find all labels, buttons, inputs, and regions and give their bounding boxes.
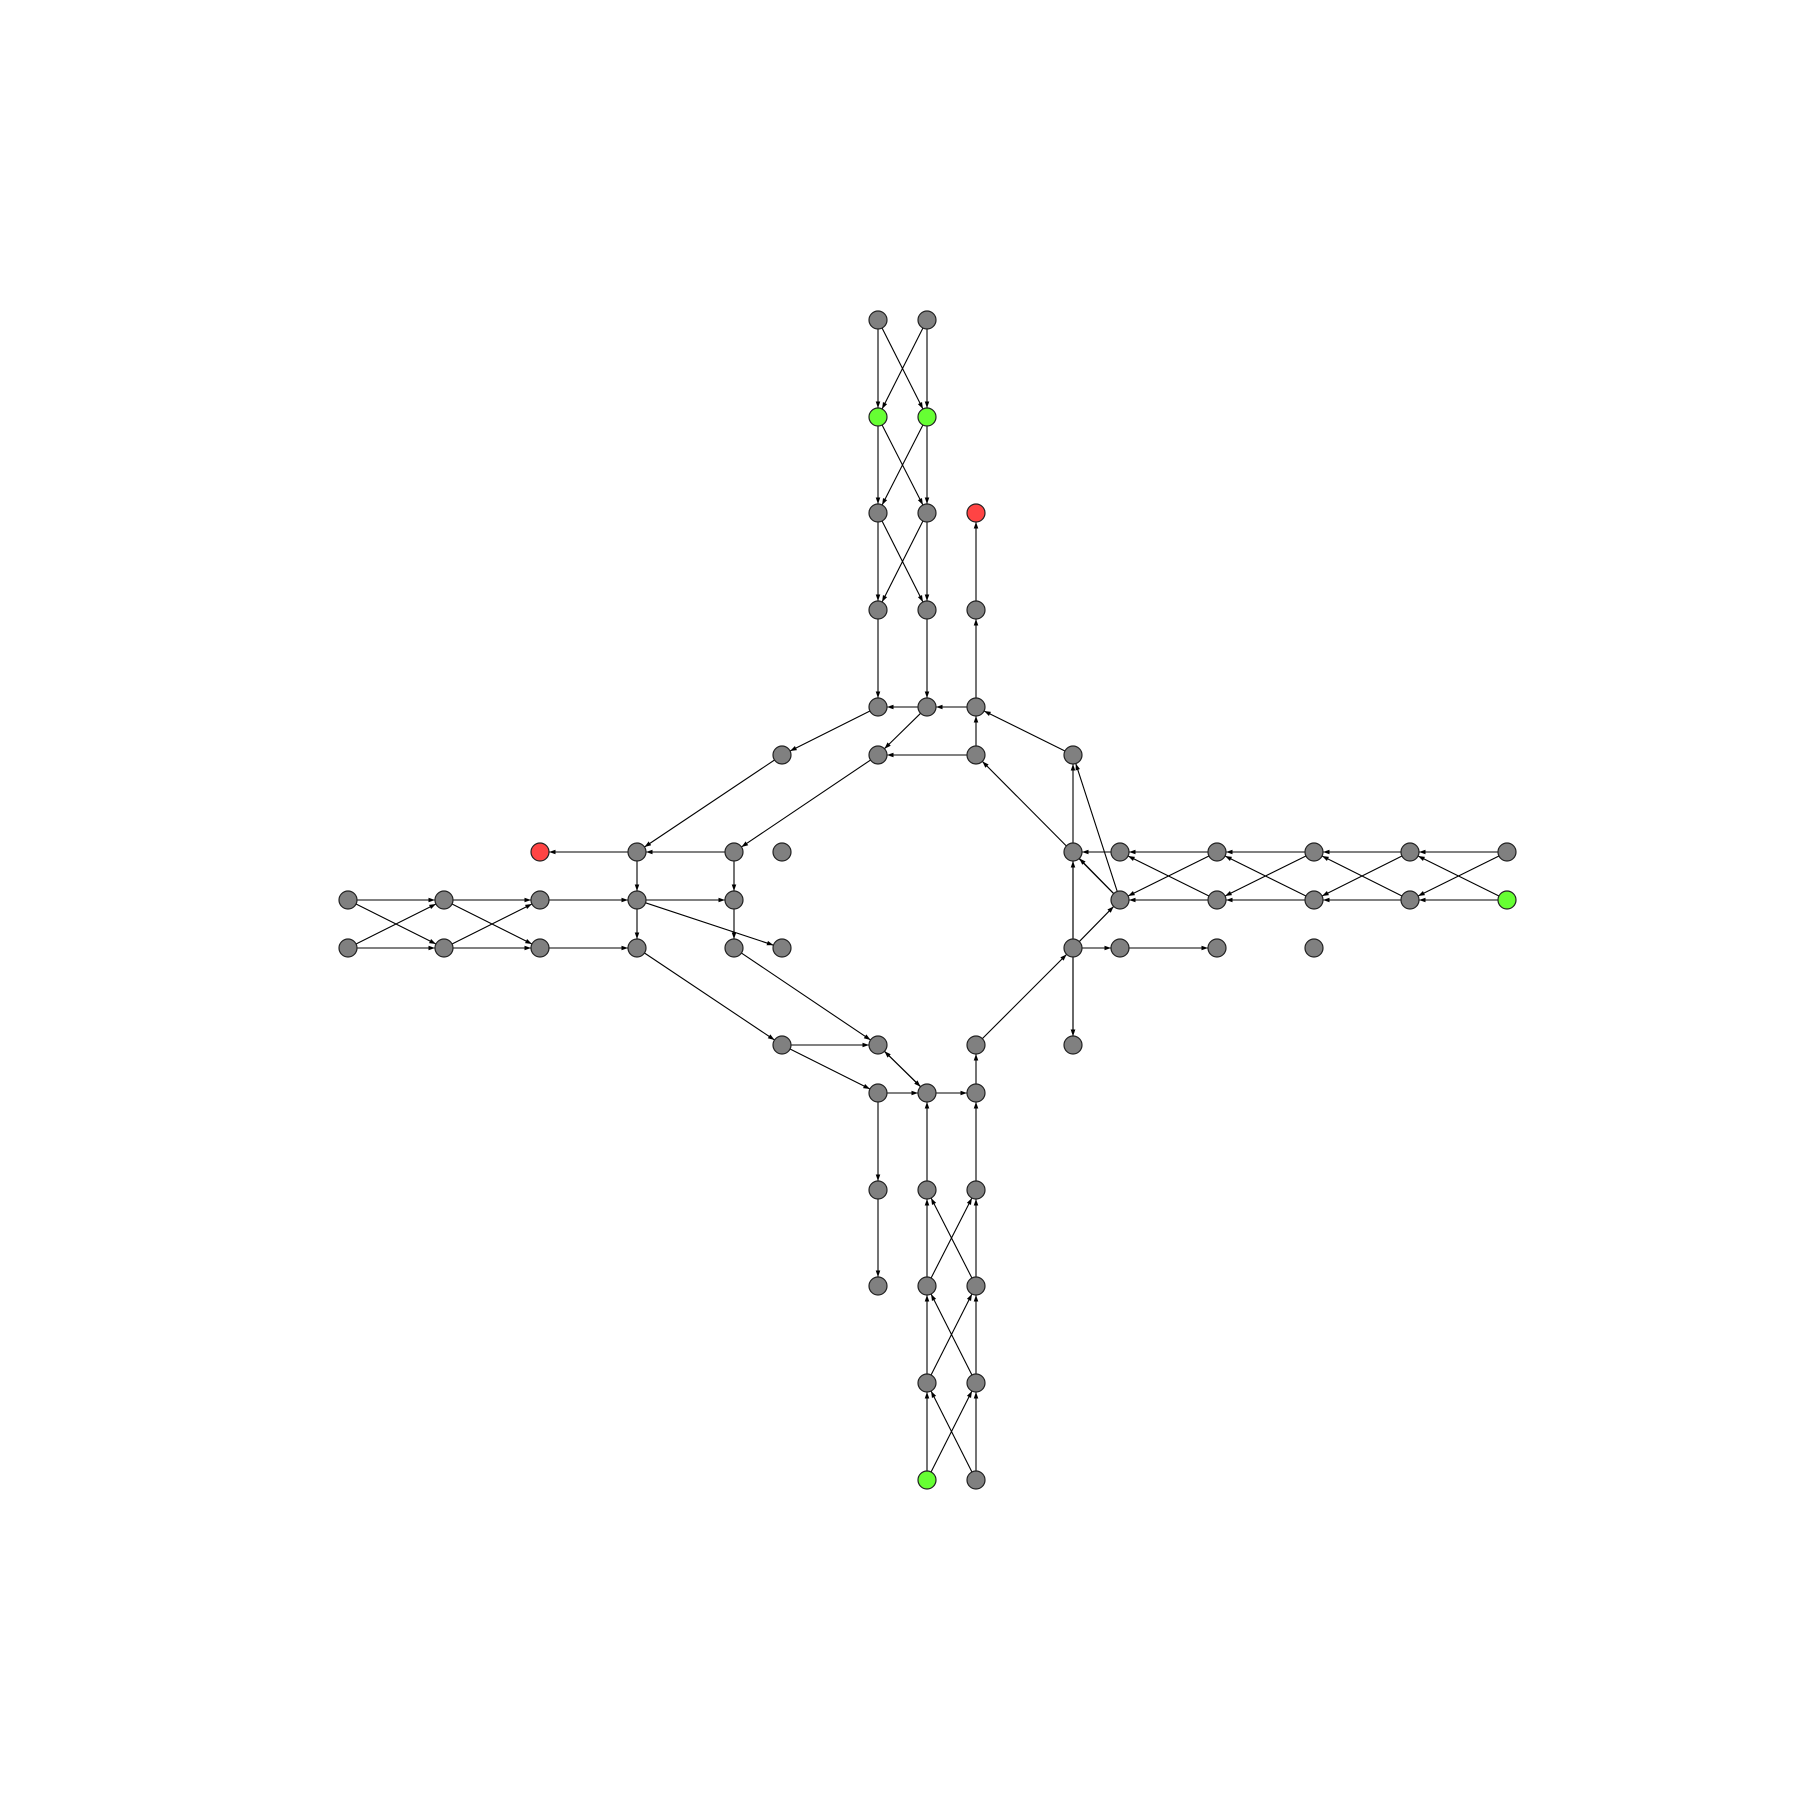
graph-node (966, 1035, 986, 1055)
graph-node (868, 1180, 888, 1200)
graph-node (966, 1180, 986, 1200)
graph-edge (981, 953, 1068, 1040)
graph-node (868, 600, 888, 620)
graph-node (1110, 890, 1130, 910)
graph-edge (930, 1390, 973, 1473)
graph-node (868, 697, 888, 717)
sink-node (530, 842, 550, 862)
graph-edge (1417, 855, 1500, 897)
graph-node (868, 1083, 888, 1103)
graph-node (966, 1083, 986, 1103)
graph-node (338, 890, 358, 910)
graph-node (1063, 842, 1083, 862)
graph-edge (644, 759, 775, 848)
graph-node (917, 310, 937, 330)
source-node (868, 407, 888, 427)
sink-node (966, 503, 986, 523)
source-node (917, 1470, 937, 1490)
graph-node (1110, 842, 1130, 862)
graph-node (434, 938, 454, 958)
graph-node (1110, 938, 1130, 958)
node-layer (338, 310, 1517, 1490)
graph-edge (741, 952, 871, 1041)
graph-node (868, 1276, 888, 1296)
graph-node (966, 1373, 986, 1393)
graph-edge (930, 1197, 973, 1279)
graph-node (917, 1180, 937, 1200)
graph-edge (1075, 763, 1118, 892)
graph-node (917, 1373, 937, 1393)
graph-node (868, 745, 888, 765)
graph-edge (884, 712, 921, 750)
graph-edge (881, 520, 924, 603)
graph-edge (881, 327, 924, 410)
graph-edge (789, 710, 871, 752)
source-node (1497, 890, 1517, 910)
graph-node (917, 697, 937, 717)
graph-node (1304, 938, 1324, 958)
graph-node (917, 1083, 937, 1103)
graph-node (868, 503, 888, 523)
graph-edge (1127, 855, 1210, 897)
graph-node (1207, 842, 1227, 862)
graph-node (530, 938, 550, 958)
graph-edge (1078, 858, 1115, 894)
graph-node (966, 1470, 986, 1490)
graph-node (434, 890, 454, 910)
graph-node (1063, 745, 1083, 765)
graph-node (724, 890, 744, 910)
graph-node (724, 842, 744, 862)
graph-node (724, 938, 744, 958)
graph-node (966, 600, 986, 620)
graph-edge (645, 902, 774, 946)
graph-edge (930, 1293, 973, 1376)
edge-layer (355, 327, 1500, 1473)
graph-edge (644, 952, 775, 1041)
graph-edge (983, 710, 1066, 752)
graph-node (1207, 890, 1227, 910)
graph-node (1497, 842, 1517, 862)
graph-edge (741, 759, 871, 848)
graph-node (917, 503, 937, 523)
graph-node (1400, 890, 1420, 910)
graph-edge (355, 903, 437, 945)
graph-node (1304, 842, 1324, 862)
graph-node (1400, 842, 1420, 862)
graph-node (966, 1276, 986, 1296)
graph-node (1063, 1035, 1083, 1055)
graph-node (917, 600, 937, 620)
graph-node (627, 938, 647, 958)
graph-edge (1224, 855, 1307, 897)
graph-node (772, 745, 792, 765)
graph-node (966, 745, 986, 765)
graph-node (627, 842, 647, 862)
graph-node (772, 1035, 792, 1055)
graph-node (1304, 890, 1324, 910)
graph-node (868, 1035, 888, 1055)
graph-node (338, 938, 358, 958)
graph-node (627, 890, 647, 910)
graph-edge (789, 1048, 871, 1090)
graph-node (772, 842, 792, 862)
graph-node (868, 310, 888, 330)
source-node (917, 407, 937, 427)
graph-edge (881, 424, 924, 506)
graph-node (917, 1276, 937, 1296)
graph-node (1063, 938, 1083, 958)
graph-edge (1321, 855, 1403, 897)
graph-node (772, 938, 792, 958)
graph-edge (884, 1050, 921, 1088)
graph-node (530, 890, 550, 910)
graph-node (966, 697, 986, 717)
graph-edge (1078, 906, 1115, 942)
graph-edge (451, 903, 533, 945)
graph-node (1207, 938, 1227, 958)
